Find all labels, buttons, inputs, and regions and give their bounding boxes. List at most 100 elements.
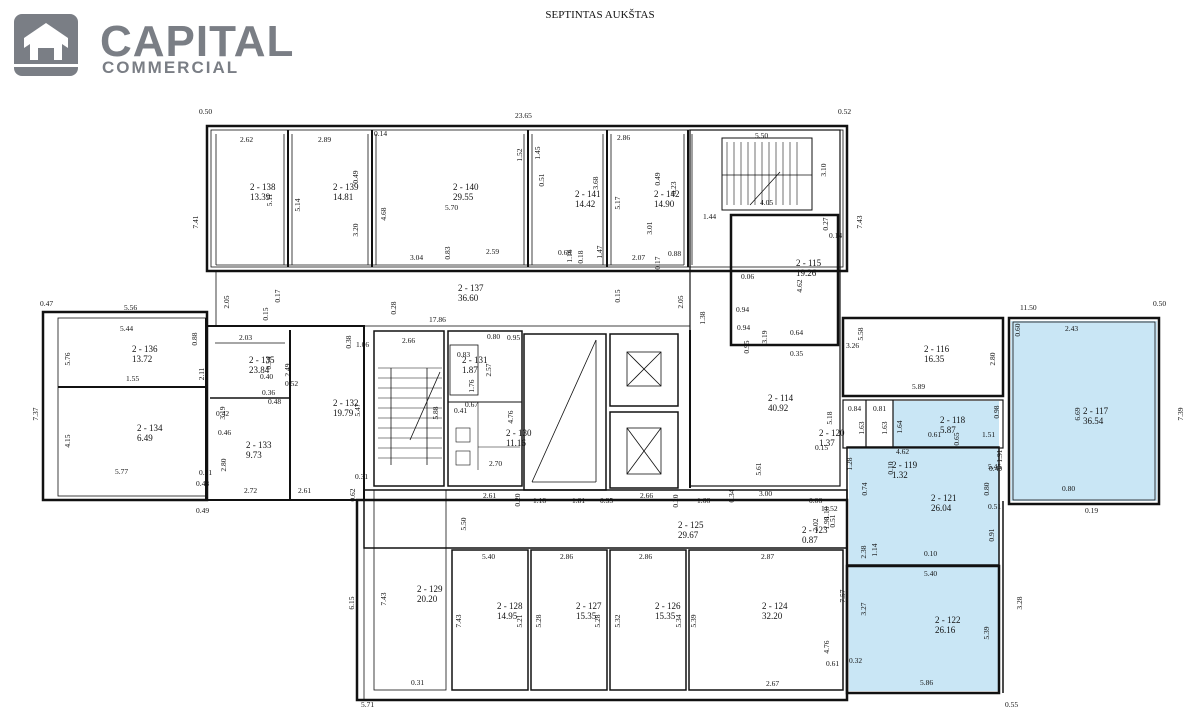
walls (41, 124, 1161, 702)
room-number: 2 - 135 (249, 355, 275, 365)
highlight-2-117 (1011, 321, 1157, 501)
dimension-label: 0.48 (196, 479, 209, 488)
dimension-label: 0.68 (558, 248, 571, 257)
dimension-label: 7.43 (454, 614, 463, 627)
dimension-label: 7.57 (838, 589, 847, 602)
dimension-label: 5.18 (825, 411, 834, 424)
room-number: 2 - 142 (654, 189, 680, 199)
dimension-label: 2.61 (298, 486, 311, 495)
dimension-label: 0.83 (443, 246, 452, 259)
dimension-label: 2.61 (483, 491, 496, 500)
dimension-label: 2.62 (240, 135, 253, 144)
dimension-label: 5.40 (482, 552, 495, 561)
dimension-label: 5.58 (856, 327, 865, 340)
dimension-label: 0.74 (860, 482, 869, 495)
dimension-label: 0.64 (790, 328, 803, 337)
room-number: 2 - 136 (132, 344, 158, 354)
dimension-label: 0.34 (727, 489, 736, 502)
room-number: 2 - 114 (768, 393, 794, 403)
dimension-label: 7.41 (191, 215, 200, 228)
dimension-label: 0.88 (190, 332, 199, 345)
dimension-label: 0.20 (671, 494, 680, 507)
room-number: 2 - 131 (462, 355, 488, 365)
dimension-label: 5.50 (459, 517, 468, 530)
room-area: 29.67 (678, 530, 699, 540)
dimension-label: 0.15 (815, 443, 828, 452)
dimension-label: 2.43 (1065, 324, 1078, 333)
dimension-label: 3.27 (859, 602, 868, 615)
dimension-label: 2.86 (639, 552, 652, 561)
dimension-label: 2.72 (244, 486, 257, 495)
dimension-label: 5.21 (515, 614, 524, 627)
dimension-label: 5.28 (593, 614, 602, 627)
dimension-label: 4.15 (63, 434, 72, 447)
room-area: 29.55 (453, 192, 474, 202)
dimension-label: 1.55 (126, 374, 139, 383)
dimension-label: 0.54 (264, 356, 273, 369)
dimension-label: 0.98 (992, 405, 1001, 418)
dimension-label: 5.56 (124, 303, 137, 312)
dimension-label: 2.66 (402, 336, 415, 345)
room-area: 6.49 (137, 433, 153, 443)
dimension-label: 1.38 (698, 311, 707, 324)
dimension-label: 0.61 (826, 659, 839, 668)
dimension-label: 0.06 (741, 272, 754, 281)
room-number: 2 - 133 (246, 440, 272, 450)
dimension-label: 3.10 (819, 163, 828, 176)
dimension-label: 3.20 (351, 223, 360, 236)
dimension-label: 0.15 (613, 289, 622, 302)
dimension-label: 5.61 (754, 462, 763, 475)
room-area: 5.87 (940, 425, 956, 435)
dimension-label: 7.39 (1176, 407, 1185, 420)
dimension-label: 2.80 (219, 458, 228, 471)
dimension-label: 2.87 (761, 552, 774, 561)
dimension-label: 0.14 (374, 129, 387, 138)
dimension-label: 0.88 (668, 249, 681, 258)
room-number: 2 - 129 (417, 584, 443, 594)
dimension-label: 0.47 (40, 299, 53, 308)
dimension-label: 0.19 (1085, 506, 1098, 515)
dimension-label: 0.50 (1153, 299, 1166, 308)
dimension-label: 2.38 (859, 545, 868, 558)
highlight-2-121 (849, 447, 999, 565)
room-area: 1.87 (462, 365, 478, 375)
dimension-label: 0.84 (848, 404, 861, 413)
room-area: 14.90 (654, 199, 675, 209)
dimension-label: 5.11 (265, 193, 274, 206)
room-number: 2 - 123 (802, 525, 828, 535)
dimension-label: 0.21 (199, 468, 212, 477)
dimension-label: 0.52 (838, 107, 851, 116)
room-area: 14.81 (333, 192, 353, 202)
dimension-label: 1.14 (870, 543, 879, 556)
dimension-label: 1.47 (595, 245, 604, 258)
room-area: 16.35 (924, 354, 945, 364)
dimension-label: 0.95 (742, 340, 751, 353)
dimension-label: 5.39 (689, 614, 698, 627)
highlighted-areas (849, 321, 1157, 691)
room-number: 2 - 115 (796, 258, 822, 268)
dimension-label: 5.47 (353, 403, 362, 416)
dimension-label: 0.40 (260, 372, 273, 381)
room-number: 2 - 127 (576, 601, 602, 611)
dimension-label: 5.39 (982, 626, 991, 639)
dimension-label: 2.66 (640, 491, 653, 500)
room-area: 9.73 (246, 450, 262, 460)
dimension-label: 3.04 (410, 253, 423, 262)
dimension-label: 1.28 (845, 457, 854, 470)
dimension-label: 7.43 (855, 215, 864, 228)
dimension-label: 2.11 (197, 367, 206, 380)
room-area: 36.54 (1083, 416, 1104, 426)
dimension-label: 5.44 (120, 324, 133, 333)
dimension-label: 1.98 (822, 516, 831, 529)
dimension-label: 5.28 (534, 614, 543, 627)
building-logo-icon (14, 14, 78, 76)
dimension-label: 1.51 (982, 430, 995, 439)
dimension-label: 2.89 (318, 135, 331, 144)
dimension-label: 0.28 (389, 301, 398, 314)
room-number: 2 - 116 (924, 344, 950, 354)
room-number: 2 - 119 (892, 460, 918, 470)
dimension-label: 0.50 (199, 107, 212, 116)
dimension-label: 0.23 (669, 181, 678, 194)
room-number: 2 - 126 (655, 601, 681, 611)
room-number: 2 - 124 (762, 601, 788, 611)
